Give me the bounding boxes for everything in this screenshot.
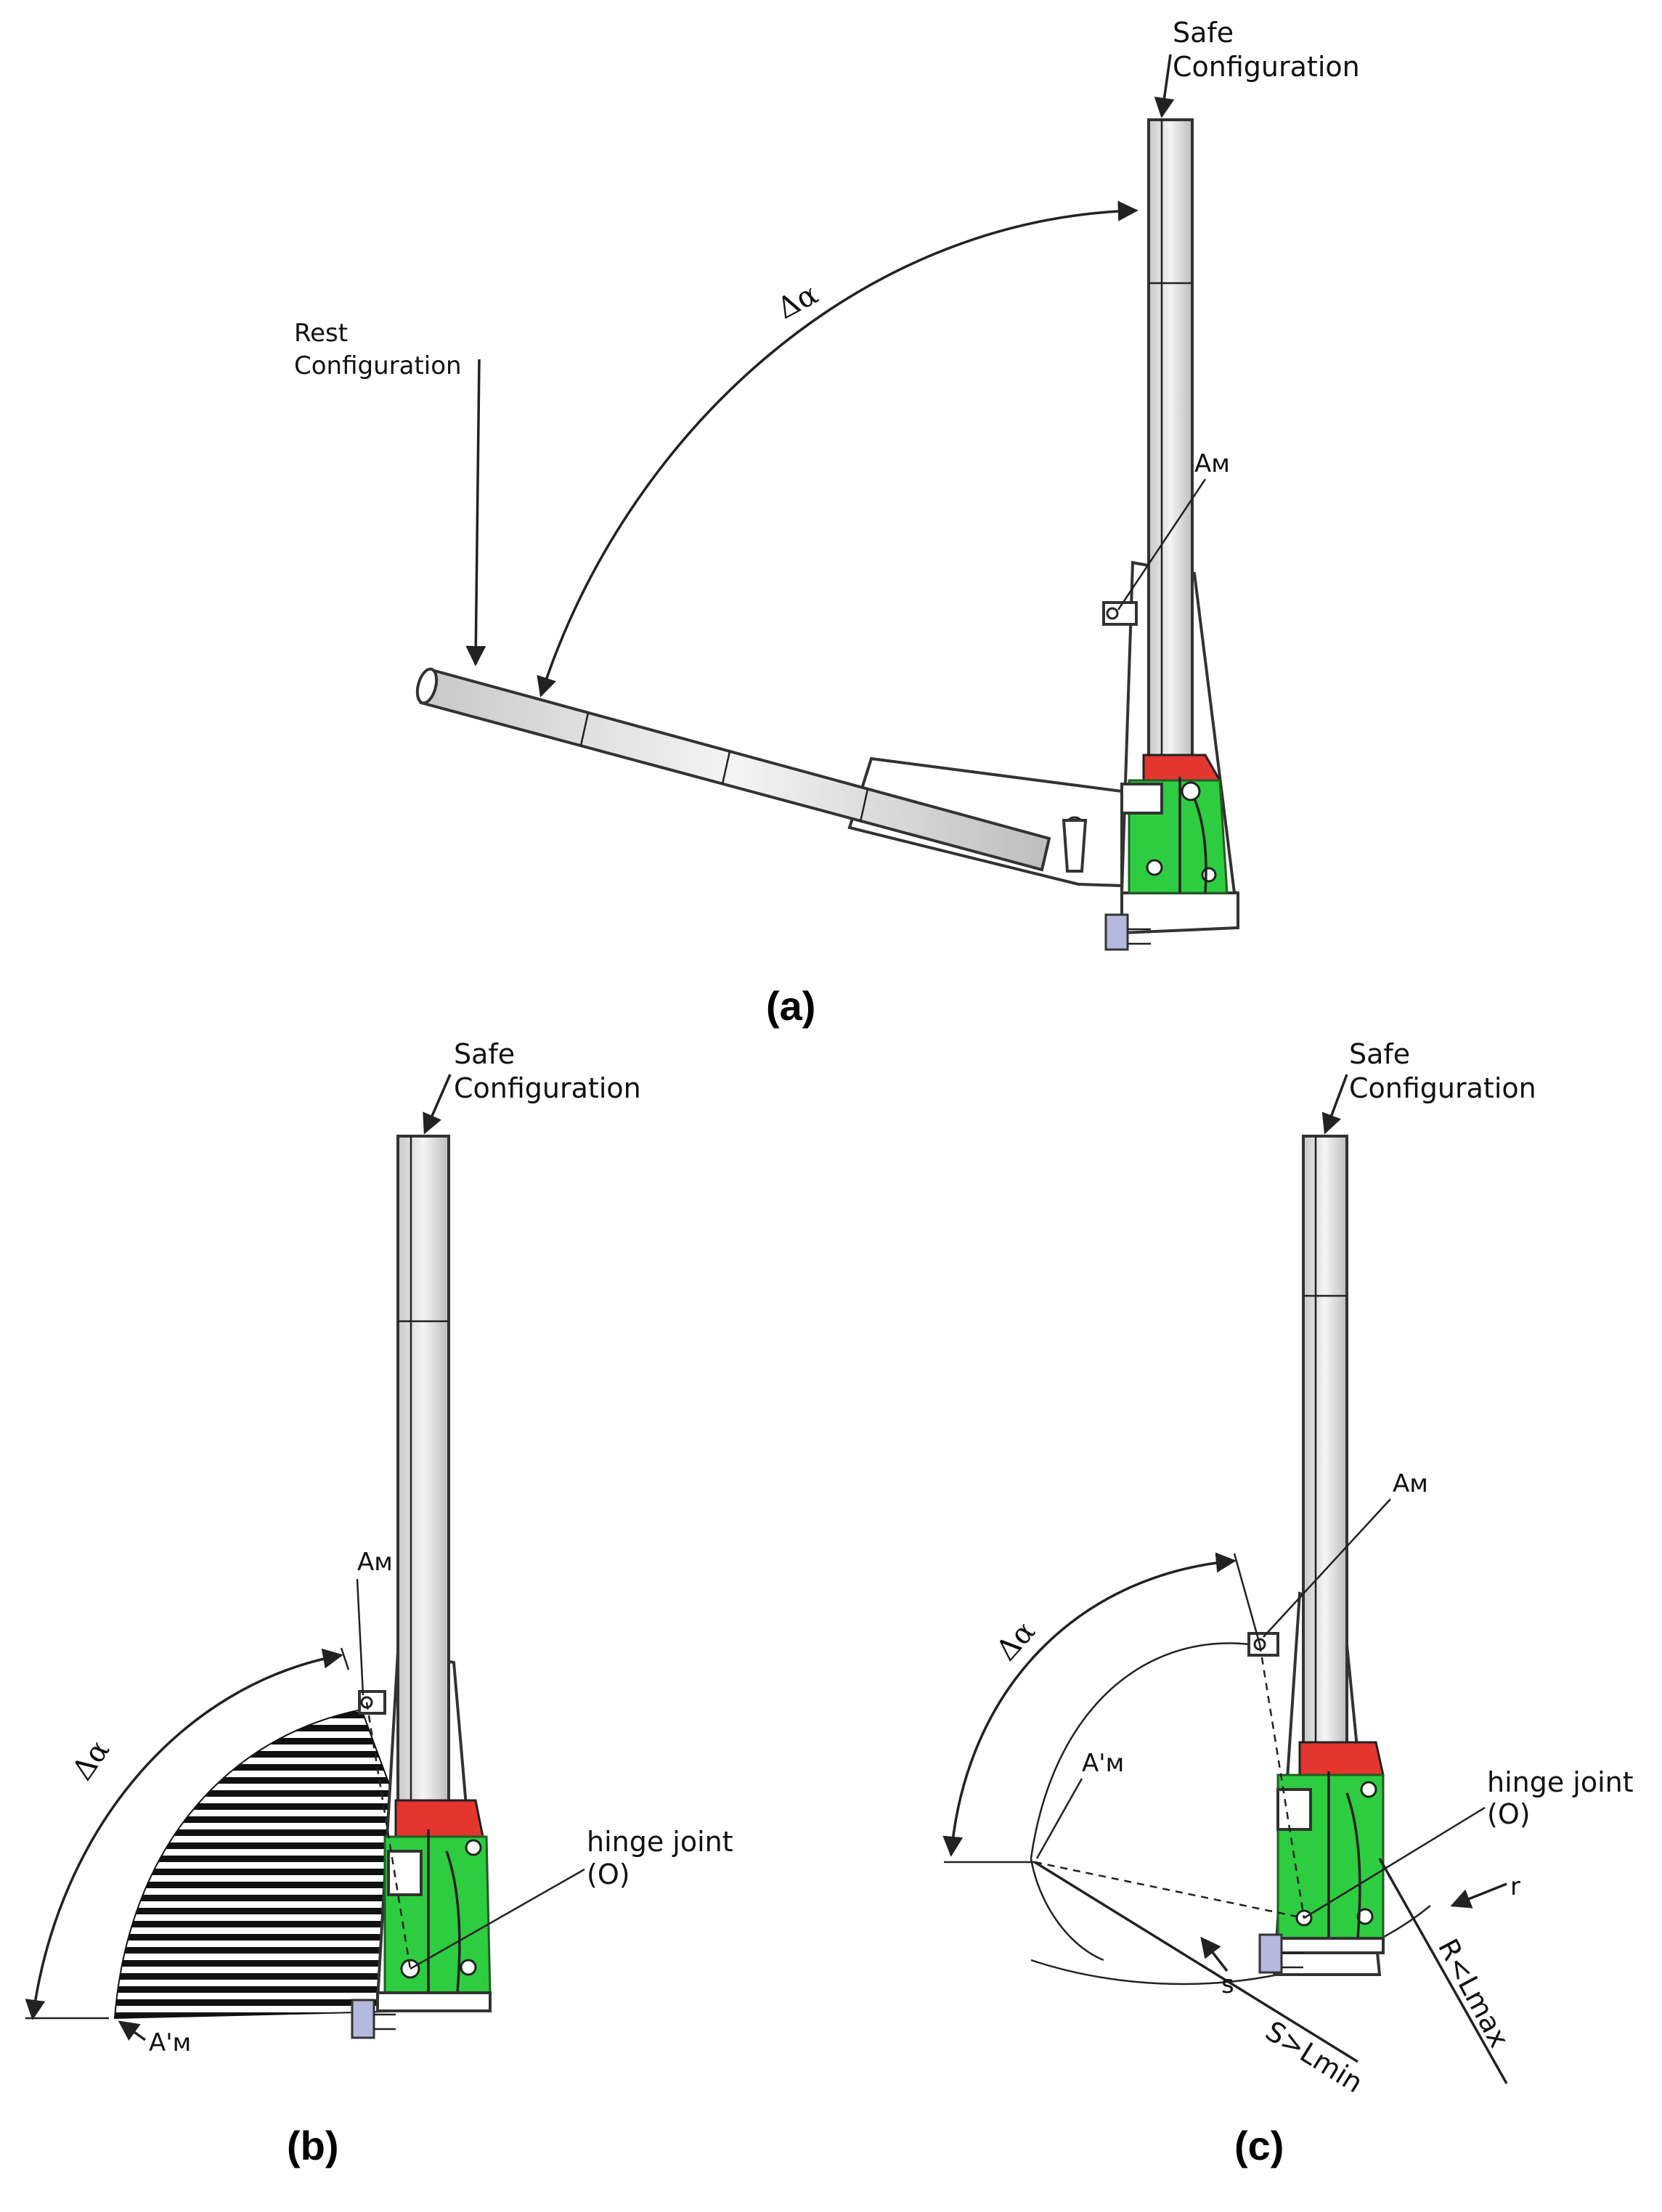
pole-safe-b [396, 1135, 450, 1816]
side-plate-b [387, 1850, 423, 1896]
base-housing-b [376, 1991, 492, 2012]
base-housing-c [1273, 1937, 1385, 1954]
am-prime-label-c: A'м [1082, 1749, 1124, 1778]
rest-config-label-a-line2: Configuration [294, 351, 462, 380]
support-c [1258, 1933, 1283, 1974]
swept-area-b [113, 1708, 419, 2020]
support-b [351, 1999, 375, 2039]
hinge-label-b-line1: hinge joint [587, 1826, 733, 1858]
safe-config-label-c-line1: Safe [1349, 1038, 1410, 1070]
hinge-label-c-line1: hinge joint [1487, 1766, 1634, 1798]
caption-b: (b) [287, 2123, 339, 2168]
hinge-label-c-line2: (O) [1487, 1798, 1531, 1830]
red-block-b [394, 1799, 484, 1838]
pole-safe-c [1302, 1135, 1348, 1755]
side-plate-a [1120, 783, 1163, 815]
delta-alpha-arc-a [537, 200, 1138, 698]
side-plate-c [1276, 1788, 1312, 1831]
safe-config-label-a-line2: Configuration [1173, 51, 1360, 83]
red-block-a [1142, 754, 1222, 782]
R-label-c: R<Lmax [1432, 1934, 1515, 2053]
delta-alpha-label-c: Δα [990, 1615, 1042, 1667]
safe-config-label-c-line2: Configuration [1349, 1072, 1536, 1104]
safe-config-label-b-line2: Configuration [454, 1072, 641, 1104]
delta-alpha-label-b: Δα [66, 1734, 117, 1787]
am-label-c: Aм [1393, 1469, 1428, 1498]
hinge-label-b-line2: (O) [587, 1858, 630, 1890]
red-block-c [1298, 1741, 1385, 1776]
delta-alpha-arc-c [942, 1552, 1237, 1857]
rest-config-label-a-line1: Rest [294, 319, 348, 348]
delta-alpha-arc-b [25, 1648, 343, 2020]
panel-c: Δα Aм A'м hinge joint (O) r R<Lmax S>Lmi… [942, 1038, 1634, 2168]
pole-rest-a [415, 667, 1051, 872]
support-a [1104, 913, 1129, 951]
caption-a: (a) [766, 983, 815, 1029]
am-label-a: Aм [1194, 449, 1230, 478]
am-prime-label-b: A'м [149, 2028, 191, 2057]
panel-b: Δα Aм A'м hinge joint (O) Safe Configura… [25, 1038, 733, 2168]
panel-a: Δα Safe Configuration Rest Configuration… [294, 17, 1360, 1029]
r-label-c: r [1510, 1872, 1520, 1901]
safe-config-label-a-line1: Safe [1173, 17, 1234, 49]
safe-config-label-b-line1: Safe [454, 1038, 515, 1070]
arc-r-circle-c [1030, 1642, 1250, 1962]
am-label-b: Aм [357, 1548, 393, 1577]
s-label-c: s [1221, 1970, 1234, 1999]
caption-c: (c) [1234, 2123, 1284, 2168]
pole-safe-a [1147, 118, 1194, 771]
